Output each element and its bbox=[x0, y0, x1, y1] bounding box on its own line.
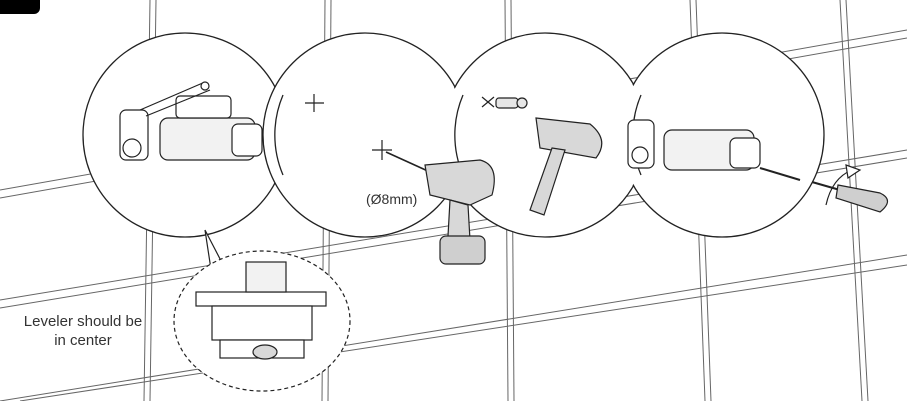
drill-icon bbox=[385, 151, 495, 265]
leveler-note: Leveler should be in center bbox=[0, 312, 166, 350]
leveler-note-line1: Leveler should be bbox=[23, 313, 143, 330]
rotate-arrow-icon bbox=[825, 164, 862, 206]
hammer-icon bbox=[529, 117, 603, 216]
drill-size-label: (Ø8mm) bbox=[366, 191, 418, 207]
wall-anchor-icon bbox=[481, 96, 528, 109]
drill-mark-icon bbox=[305, 94, 392, 160]
leveler-note-line2: in center bbox=[54, 332, 112, 349]
screwdriver-icon bbox=[811, 181, 889, 213]
valve-body-with-level bbox=[119, 81, 263, 161]
leveler-detail-bubble bbox=[173, 229, 351, 392]
valve-body-mounted bbox=[627, 119, 801, 181]
step-number-badge bbox=[0, 0, 40, 14]
